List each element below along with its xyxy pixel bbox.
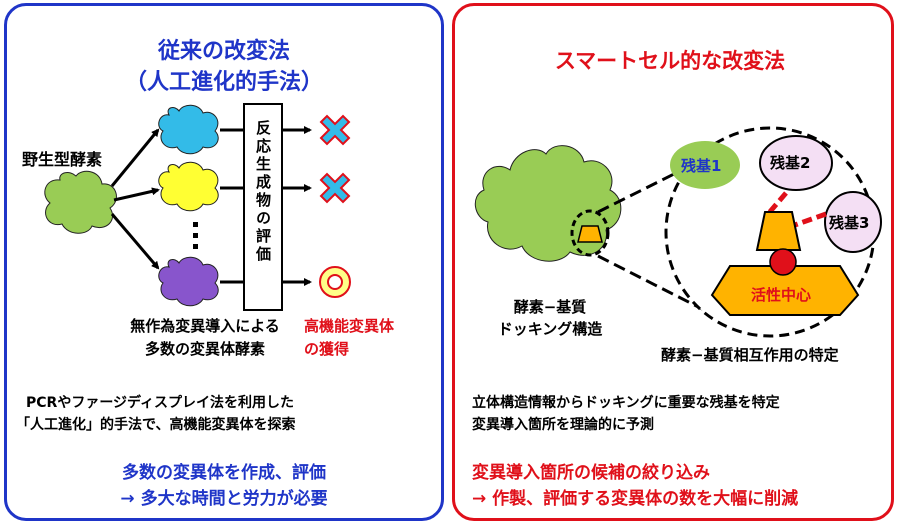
mutant-blob-cyan — [158, 104, 219, 155]
mutants-label-line1: 無作為変異導入による — [130, 317, 280, 335]
fail-x-icon — [319, 114, 351, 146]
left-conclusion-line2: → 多大な時間と労力が必要 — [120, 489, 328, 509]
left-title-line2: （人工進化的手法） — [124, 70, 323, 95]
substrate-large-icon — [755, 211, 802, 251]
interaction-lines — [766, 191, 827, 229]
result-label-line1: 高機能変異体 — [304, 317, 395, 335]
left-description-line1: PCRやファージディスプレイ法を利用した — [26, 395, 295, 411]
smart-cell-method-panel — [452, 3, 894, 521]
right-description-line2: 変異導入箇所を理論的に予測 — [472, 417, 654, 433]
result-label-line2: の獲得 — [304, 340, 350, 358]
residue-3-label: 残基3 — [829, 214, 870, 232]
evaluation-label: 反応生成物の評価 — [254, 120, 272, 264]
conventional-method-panel — [4, 3, 444, 521]
right-conclusion-line1: 変異導入箇所の候補の絞り込み — [472, 463, 710, 483]
catalytic-residue-ball — [769, 248, 797, 276]
right-title: スマートセル的な改変法 — [554, 49, 786, 73]
active-center-label: 活性中心 — [751, 286, 812, 304]
substrate-small-icon — [570, 209, 610, 257]
right-conclusion-line2: → 作製、評価する変異体の数を大幅に削減 — [472, 489, 799, 509]
residue-1-ellipse — [670, 141, 740, 189]
residue-2-label: 残基2 — [770, 154, 811, 172]
interaction-label: 酵素−基質相互作用の特定 — [661, 346, 839, 364]
enzyme-blob — [474, 145, 622, 262]
residue-2-ellipse — [759, 135, 833, 191]
residue-1-label: 残基1 — [681, 157, 722, 175]
right-description-line1: 立体構造情報からドッキングに重要な残基を特定 — [472, 395, 780, 411]
left-title-line1: 従来の改変法 — [157, 39, 290, 64]
left-description-line2: 「人工進化」的手法で、高機能変異体を探索 — [16, 417, 296, 433]
docking-label-line2: ドッキング構造 — [497, 320, 603, 338]
mutation-arrows — [110, 128, 160, 270]
more-mutants-dots — [193, 222, 198, 249]
wild-type-enzyme-label: 野生型酵素 — [22, 150, 103, 169]
mutants-label-line2: 多数の変異体酵素 — [144, 340, 265, 358]
fail-x-icon — [319, 172, 351, 204]
left-conclusion-line1: 多数の変異体を作成、評価 — [122, 463, 326, 483]
success-circle-icon — [319, 266, 351, 298]
evaluation-box — [243, 103, 283, 311]
active-center-hexagon — [710, 265, 860, 316]
mutant-blob-yellow — [158, 161, 219, 212]
residue-3-ellipse — [824, 191, 882, 253]
docking-label-line1: 酵素−基質 — [513, 298, 587, 316]
wild-type-enzyme-blob — [44, 170, 117, 234]
mutant-blob-purple — [158, 256, 219, 307]
